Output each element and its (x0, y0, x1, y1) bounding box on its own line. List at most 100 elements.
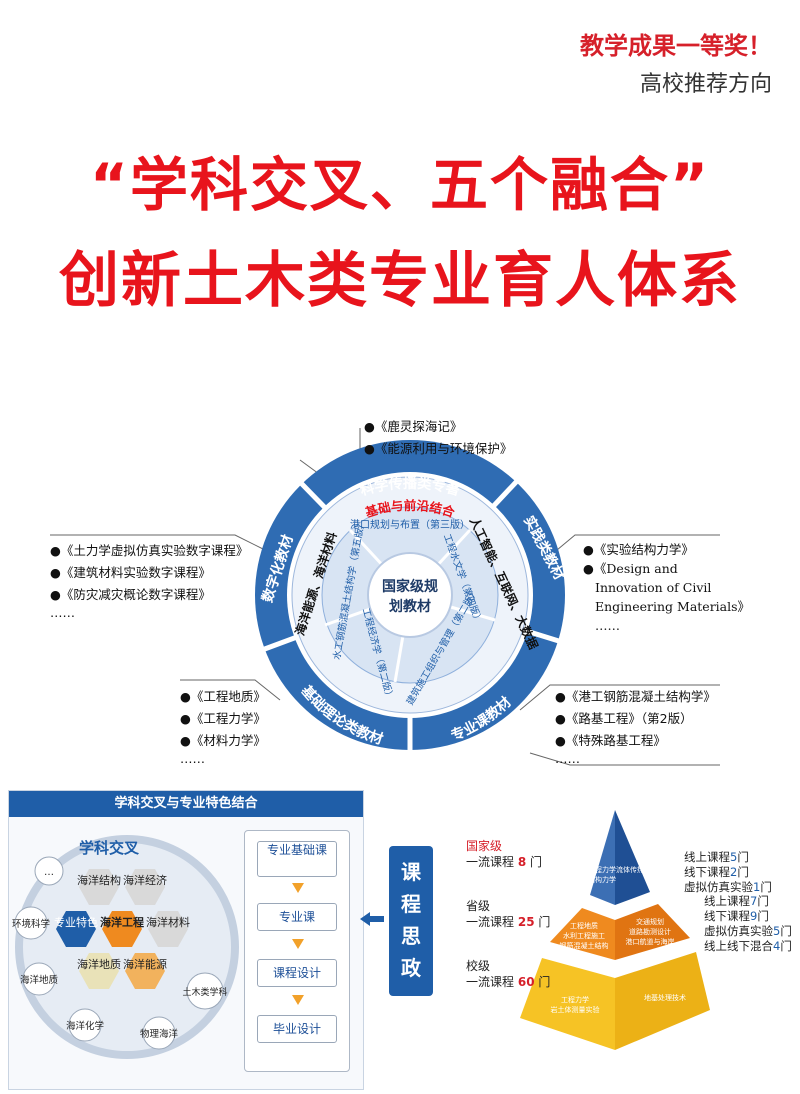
note-label: 线上课程 (684, 850, 730, 864)
level-label: 校级 (466, 959, 491, 973)
panel-header: 学科交叉与专业特色结合 (9, 791, 363, 817)
hex-label: 海洋结构 (77, 873, 121, 887)
hex-label: 海洋地质 (77, 957, 121, 971)
face-text: 结构力学 (588, 875, 616, 884)
note-unit: 门 (780, 924, 792, 938)
list-left: ●《土力学虚拟仿真实验数字课程》 ●《建筑材料实验数字课程》 ●《防灾减灾概论数… (50, 540, 248, 620)
center-line2: 划教材 (389, 598, 431, 615)
note-count: 5 (773, 924, 781, 938)
level-count: 60 (517, 975, 535, 989)
face-text: 工程力学 (588, 865, 616, 874)
center-line1: 国家级规 (382, 578, 438, 595)
face-text: 交通规划 (636, 917, 664, 926)
recommend-tag: 高校推荐方向 (639, 72, 772, 97)
list-item: ●《特殊路基工程》 (555, 733, 666, 748)
hex-ocean-structure (79, 869, 119, 905)
hex-specialty (56, 911, 96, 947)
node-physical-ocean (142, 1016, 176, 1050)
course-flow: 专业基础课 专业课 课程设计 毕业设计 (244, 830, 350, 1072)
hex-label: 海洋材料 (146, 915, 190, 929)
inner-label-top: 港口规划与布置（第三版） (350, 518, 470, 531)
node-civil (186, 972, 224, 1010)
list-item: …… (595, 618, 620, 633)
face-text: 港口航道与海岸 (626, 937, 675, 946)
hex-label: 专业特色 (54, 915, 98, 929)
note-unit: 门 (737, 850, 749, 864)
pyramid-svg: 工程力学 结构力学 流体传热 工程地质 水利工程施工 钢筋混凝土结构 交通规划 … (520, 810, 710, 1050)
node-label: 物理海洋 (140, 1028, 179, 1040)
face-text: 水利工程施工 (563, 931, 605, 940)
hex-label: 海洋能源 (123, 957, 167, 971)
list-bottom-right: ●《港工钢筋混凝土结构学》 ●《路基工程》（第2版） ●《特殊路基工程》 …… (555, 686, 716, 766)
main-title-line1: “学科交叉、五个融合” (89, 151, 711, 219)
list-item: ●《材料力学》 (180, 733, 266, 748)
pyramid-top-right (615, 810, 650, 905)
note-count: 1 (753, 880, 761, 894)
textbook-ring-diagram: 国家级规 划教材 科学传播类专著 实践类教材 专业课教材 基础理论类教材 数字化… (0, 410, 800, 770)
note-count: 5 (730, 850, 738, 864)
level-province: 省级 一流课程 25 门 (466, 898, 550, 930)
pyramid-bottom-right (615, 952, 710, 1050)
top-notes: 线上课程5门 线下课程2门 虚拟仿真实验1门 (684, 850, 772, 895)
list-item: ●《鹿灵探海记》 (364, 419, 463, 434)
pyramid-top-left (590, 810, 615, 905)
level-sub: 一流课程 (466, 975, 515, 989)
face-text: 流体传热 (616, 865, 644, 874)
pyramid-mid-right (615, 904, 690, 960)
note-count: 4 (773, 939, 781, 953)
flow-course-design: 课程设计 (257, 959, 337, 987)
list-item: …… (50, 605, 75, 620)
face-text: 钢筋混凝土结构 (560, 941, 609, 950)
flow-arrow (292, 939, 304, 949)
mid-notes: 线上课程7门 线下课程9门 虚拟仿真实验5门 线上线下混合4门 (704, 894, 792, 954)
node-label: 土木类学科 (182, 986, 227, 998)
hex-ocean-economy (125, 869, 165, 905)
hex-ocean-engineering (102, 911, 142, 947)
note-label: 虚拟仿真实验 (684, 880, 753, 894)
list-item: ●《Design and (583, 561, 678, 576)
middle-label-top: 基础与前沿结合 (362, 498, 457, 521)
list-item: ●《能源利用与环境保护》 (364, 441, 513, 456)
level-unit: 门 (538, 975, 551, 989)
ring-svg: 国家级规 划教材 科学传播类专著 实践类教材 专业课教材 基础理论类教材 数字化… (50, 428, 720, 766)
face-text: 岩土体测量实验 (551, 1005, 600, 1014)
left-arrow-icon (360, 912, 384, 926)
note-unit: 门 (737, 865, 749, 879)
course-ideology-box: 课程思政 (389, 846, 433, 996)
list-item: ●《路基工程》（第2版） (555, 711, 693, 726)
node-label: 环境科学 (12, 918, 50, 930)
node-label: … (44, 867, 54, 878)
flow-graduation-design: 毕业设计 (257, 1015, 337, 1043)
note-unit: 门 (780, 939, 792, 953)
note-unit: 门 (760, 880, 772, 894)
note-unit: 门 (757, 909, 769, 923)
node-label: 海洋地质 (20, 974, 59, 986)
level-label: 国家级 (466, 839, 503, 853)
node-environment (14, 906, 48, 940)
level-label: 省级 (466, 899, 491, 913)
note-label: 线上课程 (704, 894, 750, 908)
flow-arrow (292, 995, 304, 1005)
level-unit: 门 (530, 855, 543, 869)
flow-basic-course: 专业基础课 (257, 841, 337, 877)
list-item: ●《防灾减灾概论数字课程》 (50, 587, 211, 602)
face-text: 地基处理技术 (644, 993, 686, 1002)
center-circle (367, 552, 453, 638)
note-count: 7 (750, 894, 758, 908)
level-count: 8 (517, 855, 527, 869)
list-item: ●《工程地质》 (180, 689, 266, 704)
note-count: 9 (750, 909, 758, 923)
discipline-svg: 学科交叉 海洋结构 海洋经济 专业特色 海洋工程 海洋材料 海洋地质 海洋能源 … (12, 835, 239, 1059)
main-title-line2: 创新土木类专业育人体系 (59, 246, 741, 316)
level-sub: 一流课程 (466, 855, 515, 869)
flow-major-course: 专业课 (257, 903, 337, 931)
list-item: ●《土力学虚拟仿真实验数字课程》 (50, 543, 249, 558)
hex-ocean-geology (79, 953, 119, 989)
node-label: 海洋化学 (66, 1020, 104, 1032)
pyramid-mid-left (550, 908, 615, 960)
list-item: ●《港工钢筋混凝土结构学》 (555, 689, 716, 704)
note-label: 线下课程 (684, 865, 730, 879)
face-text: 工程地质 (570, 921, 598, 930)
flow-arrow (292, 883, 304, 893)
face-text: 工程力学 (561, 995, 589, 1004)
